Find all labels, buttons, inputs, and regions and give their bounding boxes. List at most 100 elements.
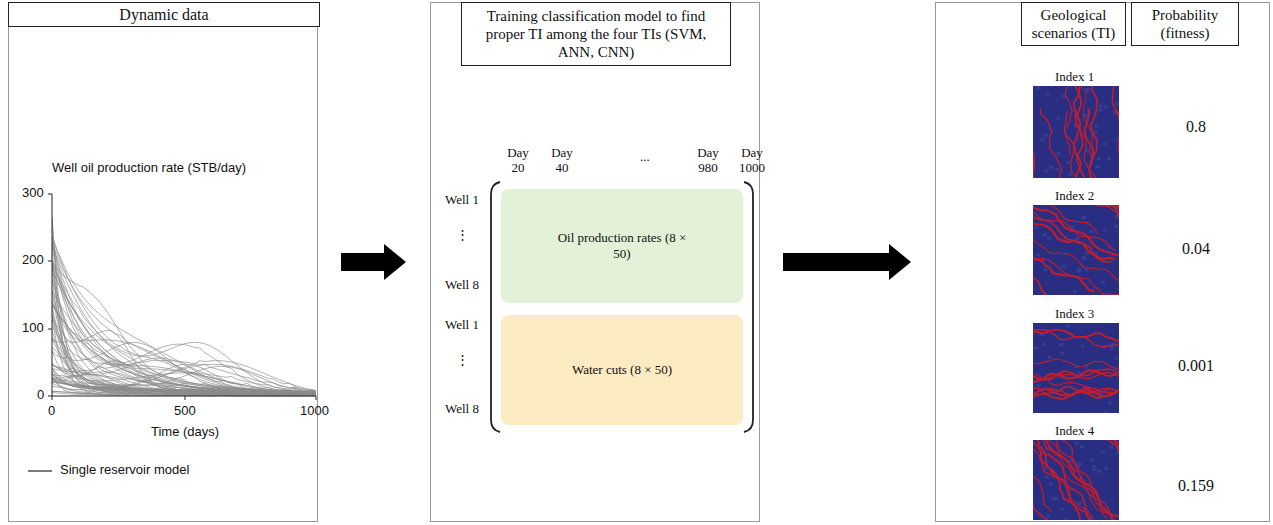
image-texture [1104,467,1108,470]
probability-value: 0.159 [1178,477,1214,495]
channel [1033,364,1119,383]
image-texture [1073,290,1077,293]
production-curve [52,236,316,393]
production-curve [52,318,316,394]
channel [1105,86,1119,163]
panel-heading: Probability (fitness) [1131,2,1239,46]
channel [1033,86,1034,172]
training-image [1033,323,1119,413]
image-texture [1115,102,1119,105]
axis-tick: 0 [37,388,44,403]
channel [1033,440,1098,498]
production-curve [52,305,316,392]
channel [1033,323,1119,354]
flow-arrow [341,244,406,280]
image-texture [1096,165,1100,168]
image-texture [1118,457,1119,460]
image-texture [1115,451,1119,454]
image-texture [1080,445,1084,448]
image-texture [1060,352,1064,355]
image-texture [1043,233,1047,236]
image-texture [1059,343,1063,346]
data-panel: Dynamic data [8,2,318,522]
probability-value: 0.04 [1182,240,1210,258]
row-label: ⋮ [456,228,469,243]
image-texture [1075,442,1079,445]
row-label: Well 1 [445,193,479,208]
column-label: Day 20 [501,146,535,176]
image-texture [1103,106,1107,109]
image-texture [1101,281,1105,284]
image-texture [1108,402,1112,405]
image-texture [1060,507,1064,510]
row-label: Well 8 [445,402,479,417]
image-texture [1082,412,1086,413]
production-curve [52,279,316,393]
index-label: Index 4 [1055,424,1094,439]
water-cut-block: Water cuts (8 × 50) [501,315,743,425]
image-texture [1082,257,1086,260]
image-texture [1094,125,1098,128]
image-texture [1077,268,1081,271]
image-texture [1044,134,1048,137]
channel [1075,111,1114,178]
channel [1089,440,1119,517]
channel [1033,363,1119,379]
column-label: Day 980 [691,146,725,176]
chart-title: Well oil production rate (STB/day) [52,161,246,176]
image-texture [1103,229,1107,232]
channel [1091,86,1098,165]
image-texture [1057,152,1061,155]
axis-tick: 300 [22,186,44,201]
image-texture [1098,105,1102,108]
channel [1033,86,1045,178]
axis-tick: 0 [48,404,55,419]
legend-text: Single reservoir model [60,463,189,478]
image-texture [1118,231,1120,234]
matrix-bracket [491,182,753,432]
column-label: Day 40 [545,146,579,176]
production-curve [52,361,316,395]
channel [1064,112,1091,178]
row-label: Well 8 [445,278,479,293]
image-texture [1046,92,1050,95]
image-texture [1094,131,1098,134]
channel [1077,440,1119,500]
row-label: ⋮ [456,353,469,368]
arrow-shaft [341,253,384,271]
oil-rate-block: Oil production rates (8 × 50) [501,189,743,303]
image-texture [1085,88,1089,91]
axis-tick: 200 [22,253,44,268]
axis-title: Time (days) [151,425,219,440]
image-texture [1034,226,1038,229]
channel [1115,110,1119,178]
block-label: Water cuts (8 × 50) [557,362,687,378]
production-curve [52,263,316,394]
image-texture [1091,459,1095,462]
image-texture [1082,216,1086,219]
axis-tick: 1000 [300,404,329,419]
image-texture [1103,143,1107,146]
production-curve [52,364,316,391]
production-curve [52,261,316,391]
image-texture [1110,346,1114,349]
channel [1033,327,1119,346]
training-images [950,0,1202,525]
channel [1109,86,1119,178]
production-curve [52,267,316,395]
image-texture [1092,465,1096,468]
image-texture [1085,268,1089,271]
image-texture [1092,468,1096,471]
image-texture [1047,356,1051,359]
image-texture [1055,168,1059,171]
production-curve [52,305,316,394]
channel [1070,205,1119,258]
panel-heading: Dynamic data [8,2,320,27]
image-texture [1034,346,1038,349]
channel [1033,441,1119,520]
image-texture [1047,514,1051,517]
image-texture [1037,384,1041,387]
channel [1033,205,1119,255]
image-texture [1049,483,1053,486]
channel [1033,205,1112,262]
